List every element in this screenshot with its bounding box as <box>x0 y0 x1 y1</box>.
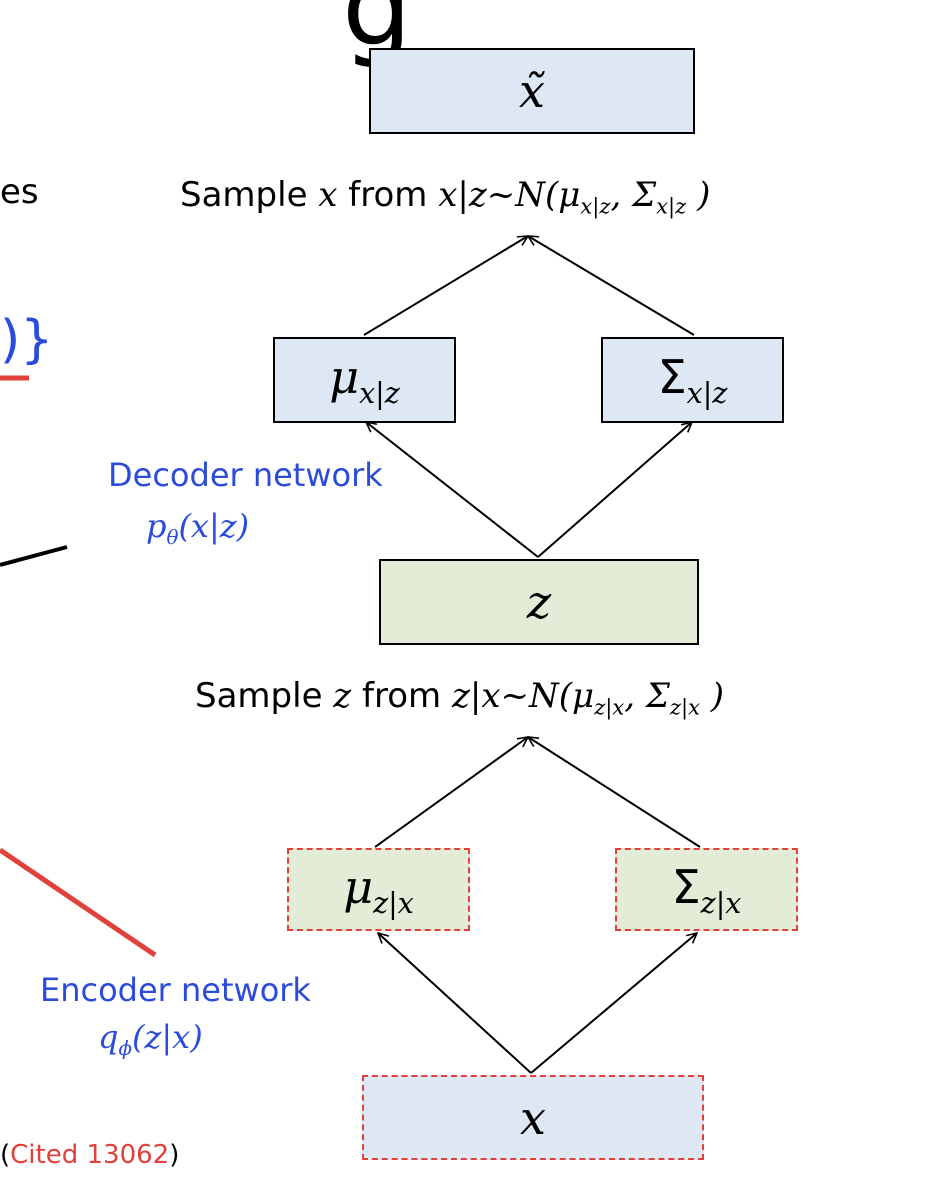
encoder-network-title: Encoder network <box>40 971 311 1009</box>
encoder-network-formula: qϕ(z|x) <box>98 1018 203 1060</box>
arrow-mu-x-to-sample-x <box>363 236 528 336</box>
decoder-pointer-line <box>0 545 68 567</box>
encoder-pointer-line <box>0 847 157 958</box>
z-latent-label: z <box>526 575 552 629</box>
mu-x-given-z-box: μx|z <box>273 337 456 423</box>
text-fragment-es: es <box>0 172 39 212</box>
sigma-x-given-z-box: Σx|z <box>601 337 784 423</box>
decoder-network-title: Decoder network <box>108 456 383 494</box>
x-input-box: x <box>362 1075 704 1160</box>
x-tilde-box: x̃ <box>369 48 695 134</box>
citation-text: (Cited 13062) <box>0 1140 180 1170</box>
arrow-mu-z-to-sample-z <box>374 737 528 848</box>
sample-x-text: Sample x from x|z~N(μx|z, Σx|z ) <box>180 175 711 219</box>
arrow-sigma-x-to-sample-x <box>528 236 695 336</box>
arrow-z-to-mu-x <box>366 422 539 558</box>
decoder-network-formula: pθ(x|z) <box>146 507 250 549</box>
sigma-z-given-x-box: Σz|x <box>615 848 798 931</box>
arrow-z-to-sigma-x <box>537 422 692 558</box>
arrow-x-to-sigma-z <box>530 933 697 1074</box>
sample-z-text: Sample z from z|x~N(μz|x, Σz|x ) <box>195 676 725 720</box>
x-input-label: x <box>520 1090 546 1145</box>
arrow-x-to-mu-z <box>378 933 532 1074</box>
z-latent-box: z <box>379 559 699 645</box>
brace-fragment: )} <box>0 310 54 370</box>
sigma-z-given-x-label: Σz|x <box>671 859 742 920</box>
mu-z-given-x-label: μz|x <box>343 859 414 920</box>
arrow-sigma-z-to-sample-z <box>528 737 701 848</box>
mu-z-given-x-box: μz|x <box>287 848 470 931</box>
mu-x-given-z-label: μx|z <box>329 350 400 410</box>
x-tilde-label: x̃ <box>519 64 545 118</box>
sigma-x-given-z-label: Σx|z <box>657 350 728 410</box>
